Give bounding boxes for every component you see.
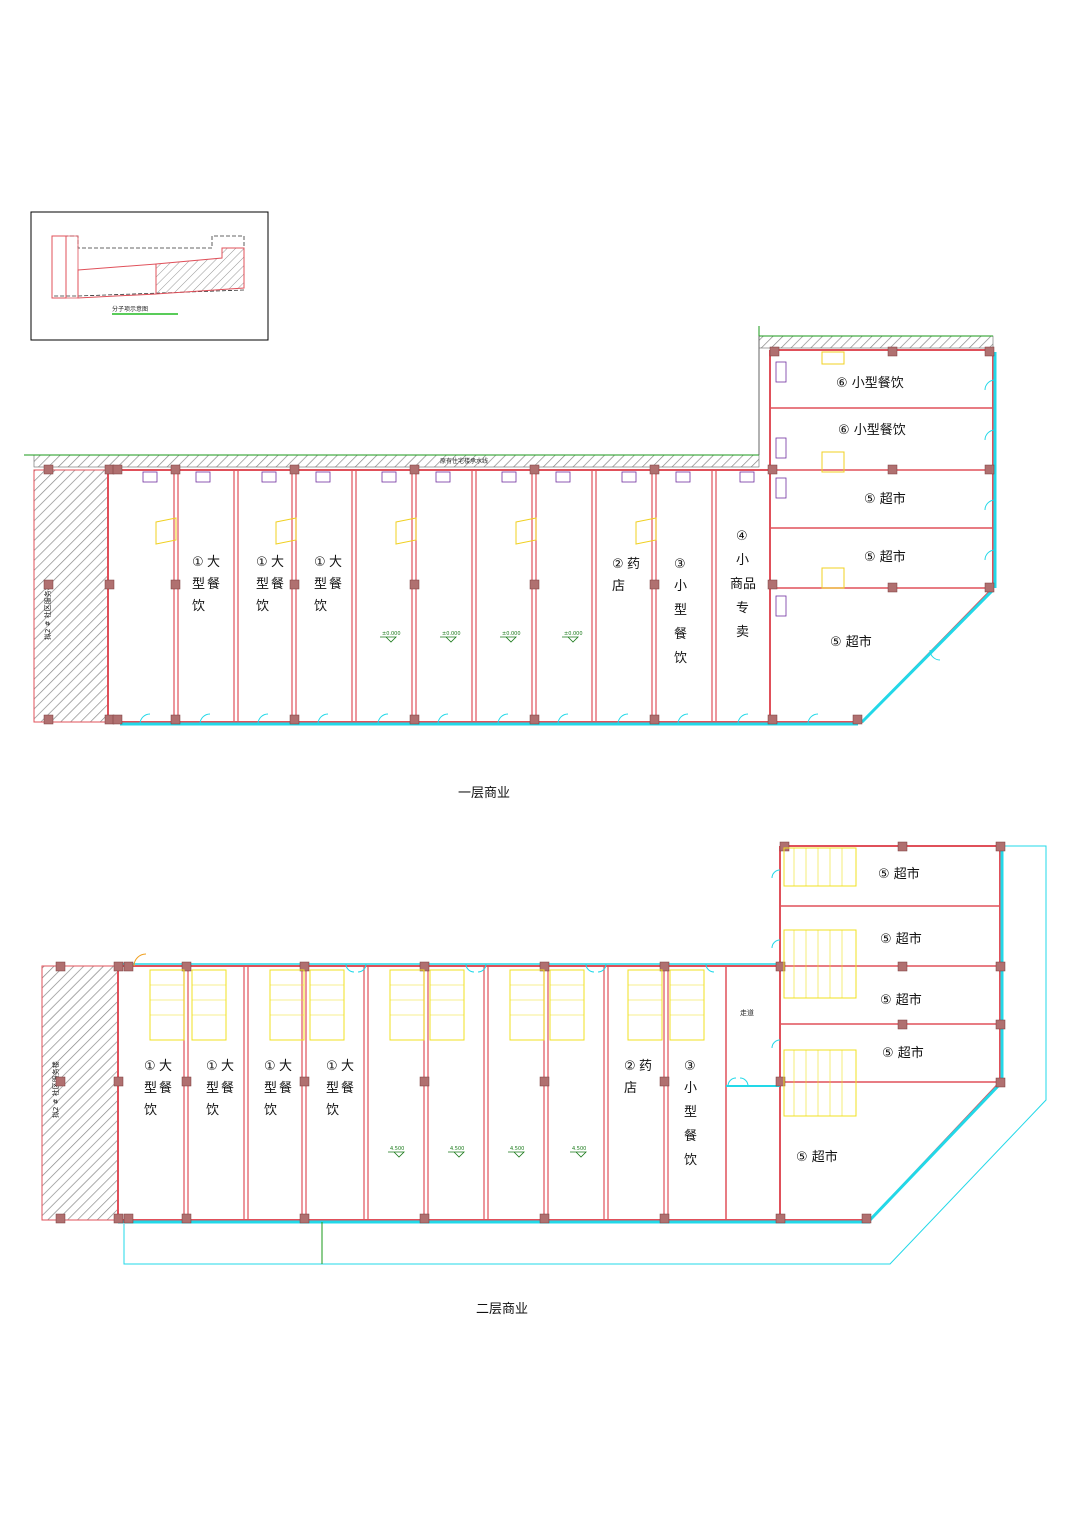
key-plan: 分子项示意图 xyxy=(30,211,269,341)
floor1-plan: 原有住宅楼承水线 拟2 # 社区服务楼 xyxy=(24,326,997,801)
f2-u3-c4: 饮 xyxy=(264,1103,277,1118)
f2-u5-c1: 药 xyxy=(639,1059,652,1074)
f2-u1-c1: 大 xyxy=(159,1059,172,1074)
f2-u1-c3: 餐 xyxy=(159,1080,172,1096)
f1-u3-c2: 型 xyxy=(314,577,327,592)
f1-wing-3: ⑤ 超市 xyxy=(864,549,906,565)
floor1-unit-labels: ① 大 型 餐 饮 ① 大 型 餐 饮 ① 大 型 餐 饮 ② 药 店 ③ 小 … xyxy=(192,529,756,666)
f1-u3-c0: ① xyxy=(314,555,326,570)
f2-u4-c1: 大 xyxy=(341,1059,354,1074)
key-plan-caption: 分子项示意图 xyxy=(112,305,148,313)
f2-u2-c2: 型 xyxy=(206,1081,219,1096)
f1-u5-c3: 餐 xyxy=(674,626,687,642)
f1-u6-c1: 小 xyxy=(736,553,749,568)
f1-wing-0: ⑥ 小型餐饮 xyxy=(836,375,904,391)
f1-u1-c3: 餐 xyxy=(207,576,220,592)
floor1-level-4: ±0.000 xyxy=(564,631,583,637)
f2-u4-c4: 饮 xyxy=(326,1103,339,1118)
floor1-community-label: 拟2 # 社区服务楼 xyxy=(43,583,52,640)
f2-u6-c3: 餐 xyxy=(684,1128,697,1144)
f2-wing-2: ⑤ 超市 xyxy=(880,992,922,1008)
floor1-caption: 一层商业 xyxy=(458,786,510,801)
floor2-corridor-label: 走道 xyxy=(740,1008,754,1017)
f2-u1-c4: 饮 xyxy=(144,1103,157,1118)
f1-wing-2: ⑤ 超市 xyxy=(864,491,906,507)
floor1-level-1: ±0.000 xyxy=(382,631,401,637)
f2-u5-c2: 店 xyxy=(624,1081,637,1096)
f1-wing-1: ⑥ 小型餐饮 xyxy=(838,422,906,438)
f1-u3-c4: 饮 xyxy=(314,599,327,614)
floor2-level-3: 4.500 xyxy=(510,1146,524,1152)
f1-u2-c3: 餐 xyxy=(271,576,284,592)
f1-u5-c1: 小 xyxy=(674,579,687,594)
f2-u1-c2: 型 xyxy=(144,1081,157,1096)
f2-wing-1: ⑤ 超市 xyxy=(880,931,922,947)
f2-u4-c2: 型 xyxy=(326,1081,339,1096)
floor2-level-4: 4.500 xyxy=(572,1146,586,1152)
f2-wing-4: ⑤ 超市 xyxy=(796,1149,838,1165)
floor1-level-3: ±0.000 xyxy=(502,631,521,637)
floor2-caption: 二层商业 xyxy=(476,1302,528,1317)
f1-u4-c0: ② xyxy=(612,557,624,572)
floor2-plan: 拟2 # 社区服务楼 xyxy=(41,841,1047,1317)
f1-u2-c0: ① xyxy=(256,555,268,570)
f1-wing-4: ⑤ 超市 xyxy=(830,634,872,650)
f1-u1-c2: 型 xyxy=(192,577,205,592)
f2-u2-c3: 餐 xyxy=(221,1080,234,1096)
f1-u2-c2: 型 xyxy=(256,577,269,592)
f2-u2-c0: ① xyxy=(206,1059,218,1074)
f2-u4-c0: ① xyxy=(326,1059,338,1074)
f1-u6-c2: 商品 xyxy=(730,577,756,592)
f2-u2-c1: 大 xyxy=(221,1059,234,1074)
f2-wing-3: ⑤ 超市 xyxy=(882,1045,924,1061)
floor1-level-2: ±0.000 xyxy=(442,631,461,637)
f1-u5-c2: 型 xyxy=(674,603,687,618)
f2-u3-c1: 大 xyxy=(279,1059,292,1074)
f2-u3-c2: 型 xyxy=(264,1081,277,1096)
floor2-unit-labels: ① 大 型 餐 饮 ① 大 型 餐 饮 ① 大 型 餐 饮 ① 大 型 餐 饮 … xyxy=(144,1059,697,1168)
f2-u2-c4: 饮 xyxy=(206,1103,219,1118)
floor2-level-1: 4.500 xyxy=(390,1146,404,1152)
f2-u6-c1: 小 xyxy=(684,1081,697,1096)
f1-u2-c4: 饮 xyxy=(256,599,269,614)
f1-u6-c3: 专 xyxy=(736,601,749,616)
f1-u4-c1: 药 xyxy=(627,557,640,572)
f2-u3-c0: ① xyxy=(264,1059,276,1074)
f1-u4-c2: 店 xyxy=(612,579,625,594)
f1-u5-c4: 饮 xyxy=(674,651,687,666)
f2-u6-c2: 型 xyxy=(684,1105,697,1120)
floor2-level-2: 4.500 xyxy=(450,1146,464,1152)
floor2-community-label: 拟2 # 社区服务楼 xyxy=(51,1061,60,1118)
f1-u3-c1: 大 xyxy=(329,555,342,570)
f2-u6-c0: ③ xyxy=(684,1059,696,1074)
f2-wing-0: ⑤ 超市 xyxy=(878,866,920,882)
f2-u5-c0: ② xyxy=(624,1059,636,1074)
f2-u1-c0: ① xyxy=(144,1059,156,1074)
f1-u5-c0: ③ xyxy=(674,557,686,572)
floor1-wing-labels: ⑥ 小型餐饮 ⑥ 小型餐饮 ⑤ 超市 ⑤ 超市 ⑤ 超市 xyxy=(830,375,906,650)
floor1-top-wall-label: 原有住宅楼承水线 xyxy=(440,457,488,465)
f1-u1-c0: ① xyxy=(192,555,204,570)
f2-u6-c4: 饮 xyxy=(684,1153,697,1168)
f1-u6-c4: 卖 xyxy=(736,625,749,640)
f1-u6-c0: ④ xyxy=(736,529,748,544)
f1-u3-c3: 餐 xyxy=(329,576,342,592)
f2-u4-c3: 餐 xyxy=(341,1080,354,1096)
f1-u1-c4: 饮 xyxy=(192,599,205,614)
f1-u1-c1: 大 xyxy=(207,555,220,570)
f2-u3-c3: 餐 xyxy=(279,1080,292,1096)
f1-u2-c1: 大 xyxy=(271,555,284,570)
floor2-wing-labels: ⑤ 超市 ⑤ 超市 ⑤ 超市 ⑤ 超市 ⑤ 超市 xyxy=(796,866,924,1165)
